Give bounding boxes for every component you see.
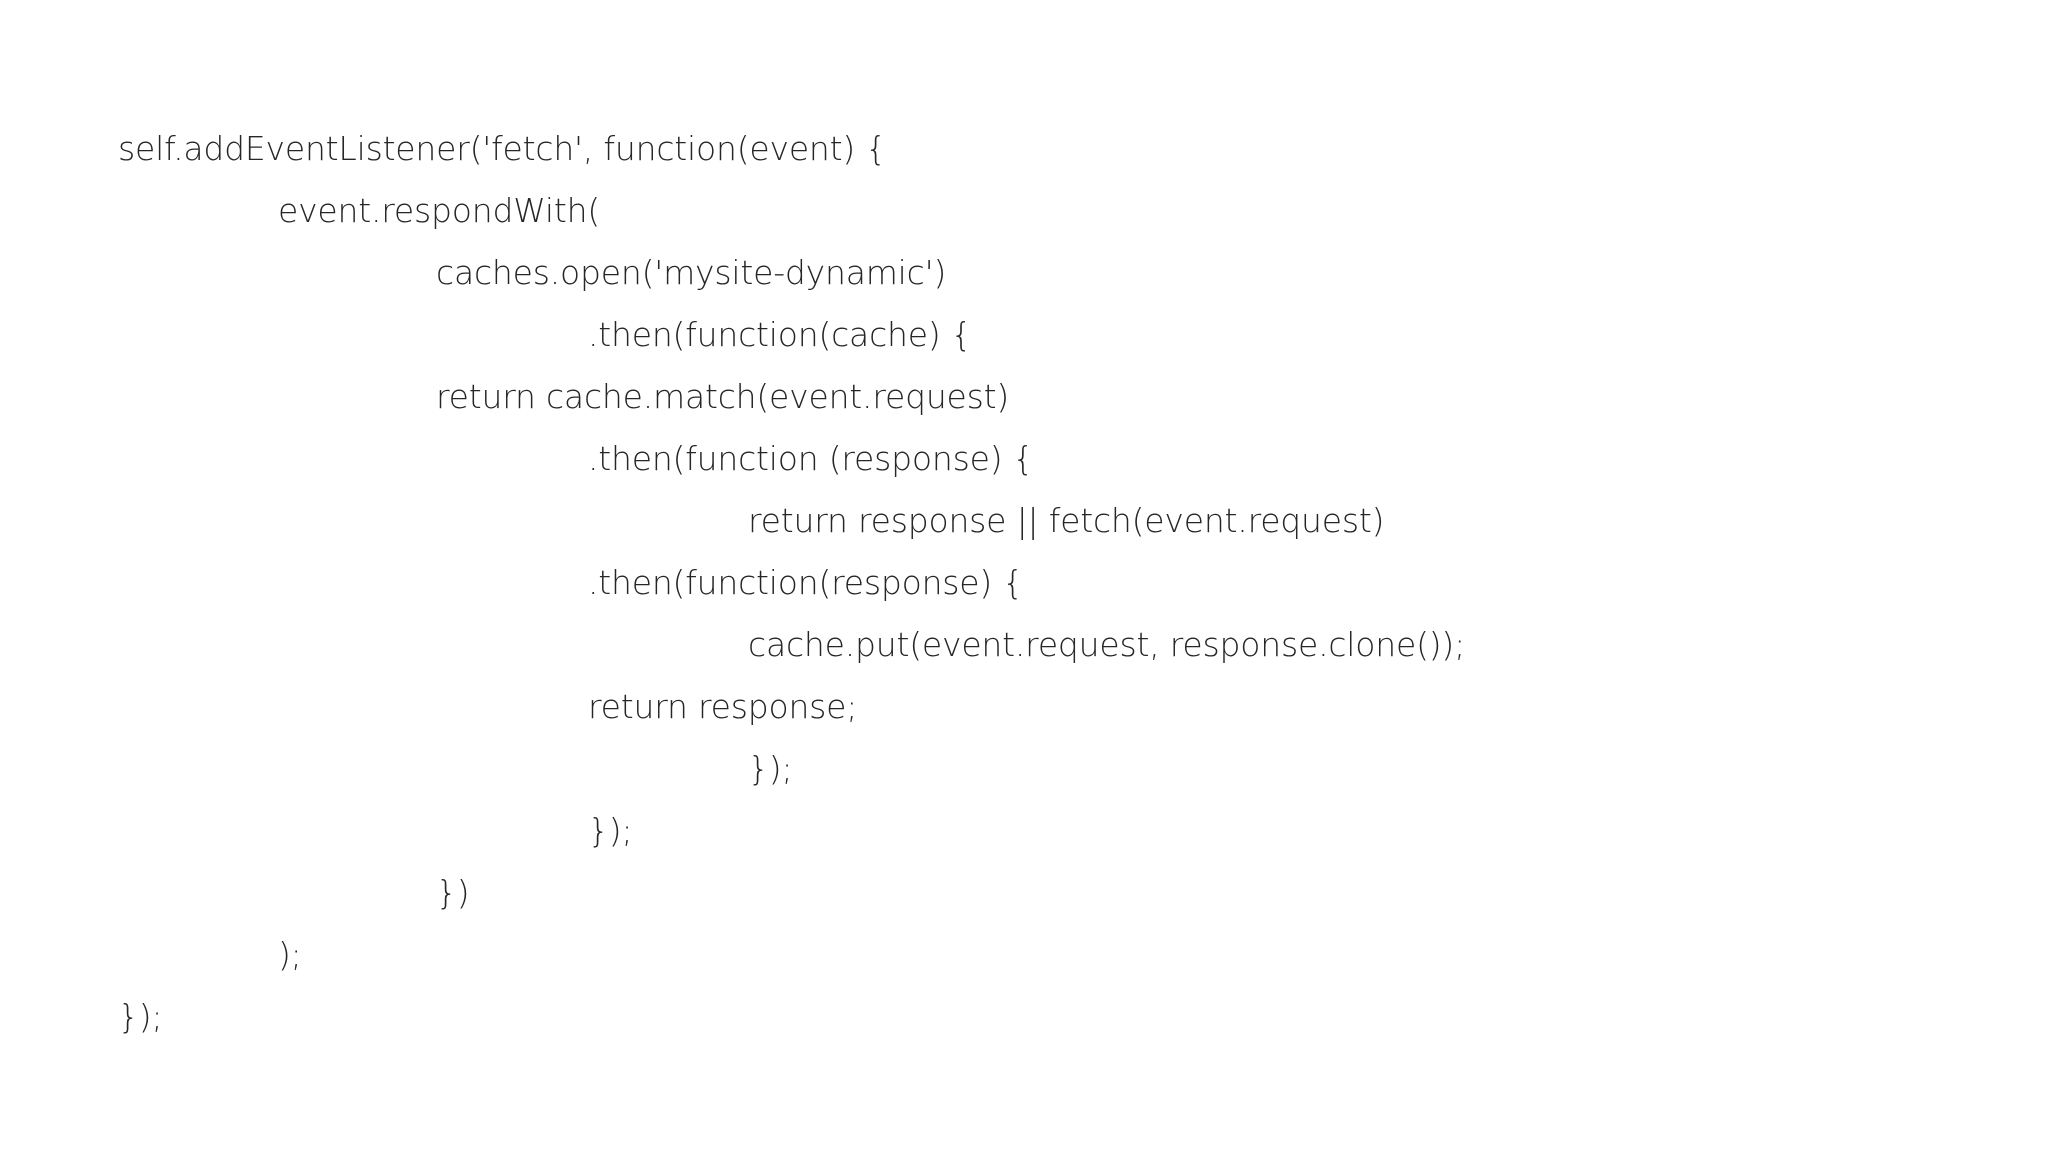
code-line: return cache.match(event.request) [436,377,1010,416]
code-block: self.addEventListener('fetch', function(… [118,118,1918,1048]
code-line: cache.put(event.request, response.clone(… [748,625,1466,664]
code-line: .then(function (response) { [588,439,1034,478]
code-line: .then(function(cache) { [588,315,972,354]
code-line: }); [118,997,163,1036]
code-line: return response || fetch(event.request) [748,501,1385,540]
code-line: }); [588,811,633,850]
code-line: }) [436,873,470,912]
code-line: event.respondWith( [278,191,601,230]
code-line: ); [278,935,302,974]
code-line: caches.open('mysite-dynamic') [436,253,947,292]
code-line: .then(function(response) { [588,563,1024,602]
code-line: }); [748,749,793,788]
code-line: return response; [588,687,858,726]
code-line: self.addEventListener('fetch', function(… [118,129,887,168]
